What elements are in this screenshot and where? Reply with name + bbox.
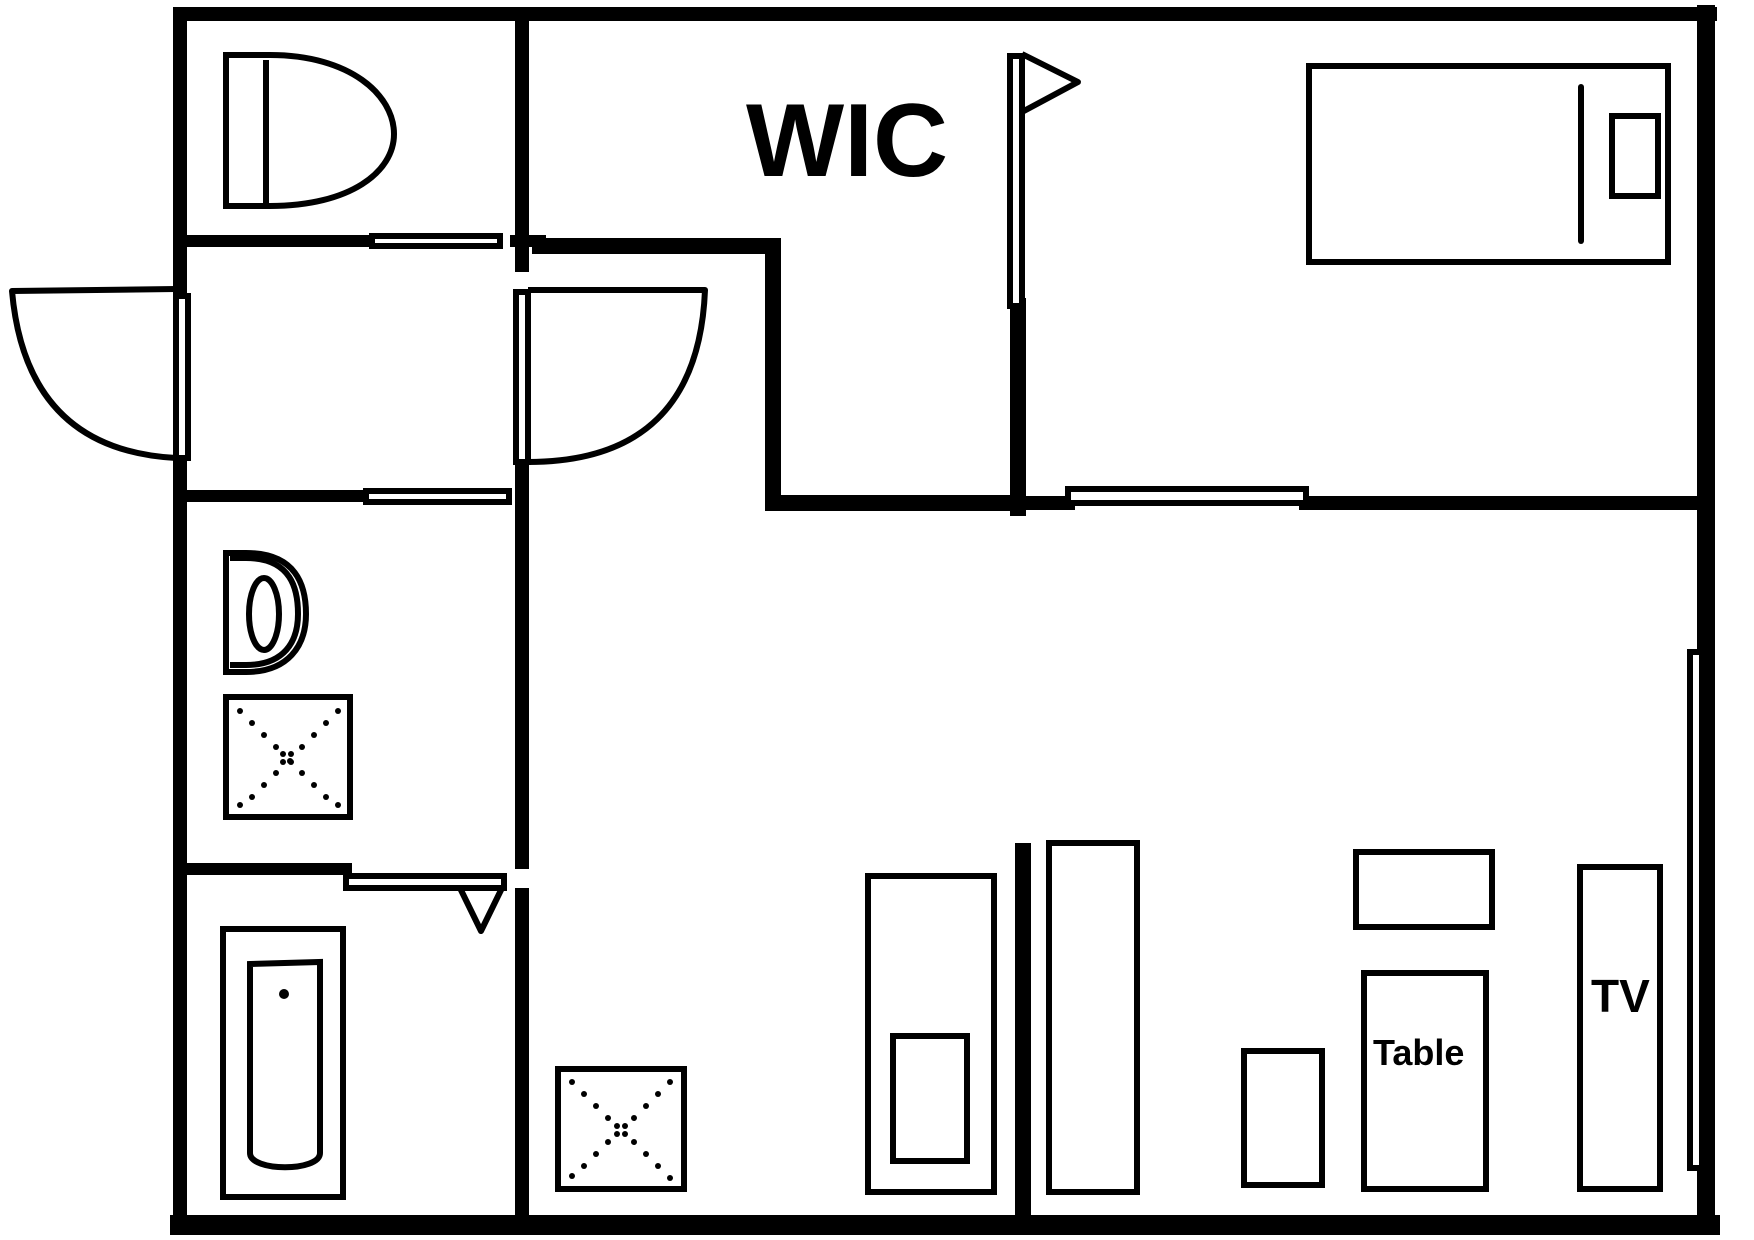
washbasin-icon: [223, 550, 310, 675]
door-swing-icon: [527, 287, 708, 465]
pillow-icon: [1609, 113, 1661, 199]
ldk-window: [1687, 649, 1705, 1171]
bathtub-icon: [220, 926, 346, 1200]
fridge-icon: [1046, 840, 1140, 1195]
cabinet: [1241, 1048, 1325, 1188]
toilet-icon: [223, 52, 398, 209]
toilet-sliding-door: [369, 233, 503, 249]
stove: [890, 1033, 970, 1164]
floor-drain-icon: [223, 694, 353, 820]
washroom-sliding-door: [343, 873, 507, 891]
bedroom-sliding-door: [1065, 486, 1309, 506]
hall-door-frame: [513, 289, 531, 465]
wic-door-frame: [1007, 53, 1025, 309]
toilet: [223, 52, 398, 209]
washroom: [223, 550, 353, 820]
bed-icon: [1306, 63, 1671, 265]
doors: [173, 53, 1705, 1171]
door-swing-icon: [457, 886, 505, 934]
bedroom: [1306, 63, 1671, 265]
outer-walls: [170, 5, 1720, 1235]
front-door-frame: [173, 293, 191, 461]
tv-label: TV: [1591, 970, 1650, 1022]
door-swing-icon: [9, 286, 177, 461]
table-label: Table: [1373, 1032, 1464, 1073]
wic-label: WIC: [746, 83, 948, 199]
dining-table: [1361, 970, 1489, 1192]
entrance-sliding-door: [363, 488, 512, 505]
kitchen-counter: [865, 873, 997, 1195]
door-swing-icon: [1020, 51, 1081, 115]
bench: [1353, 849, 1495, 930]
interior-walls: [180, 13, 1707, 1233]
tv-stand: [1577, 864, 1663, 1192]
floor-drain-icon: [555, 1066, 687, 1192]
door-swings: [9, 51, 1081, 934]
bathroom: [220, 926, 346, 1200]
ldk: [555, 840, 1663, 1195]
